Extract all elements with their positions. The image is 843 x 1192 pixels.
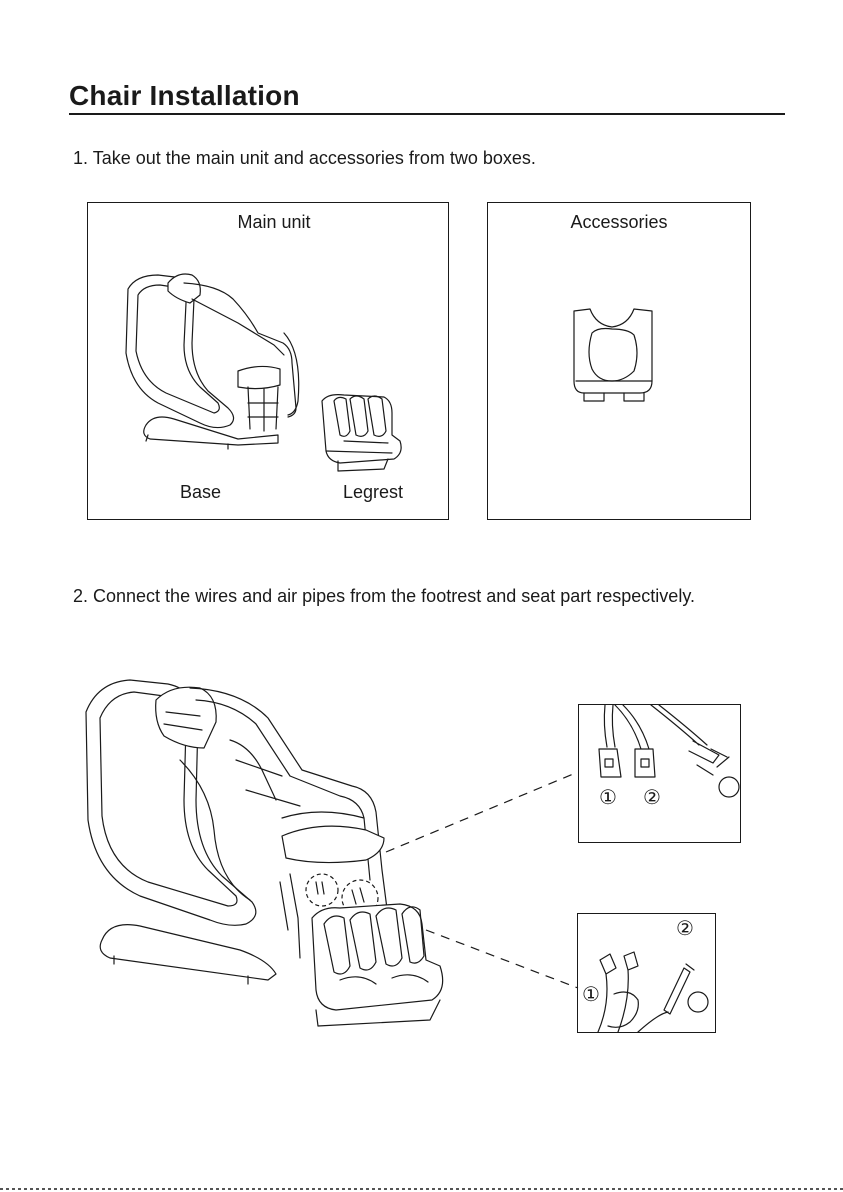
callout-1: ① bbox=[599, 785, 617, 810]
connector-plugs-illustration bbox=[578, 914, 717, 1034]
detail-top-box: ① ② bbox=[578, 704, 741, 843]
callout-2: ② bbox=[643, 785, 661, 810]
callout-2-bottom: ② bbox=[676, 916, 694, 941]
wire-connectors-illustration bbox=[579, 705, 742, 844]
callout-1-bottom: ① bbox=[582, 982, 600, 1007]
detail-bottom-box: ② ① bbox=[577, 913, 716, 1033]
page-bottom-border bbox=[0, 1188, 843, 1190]
